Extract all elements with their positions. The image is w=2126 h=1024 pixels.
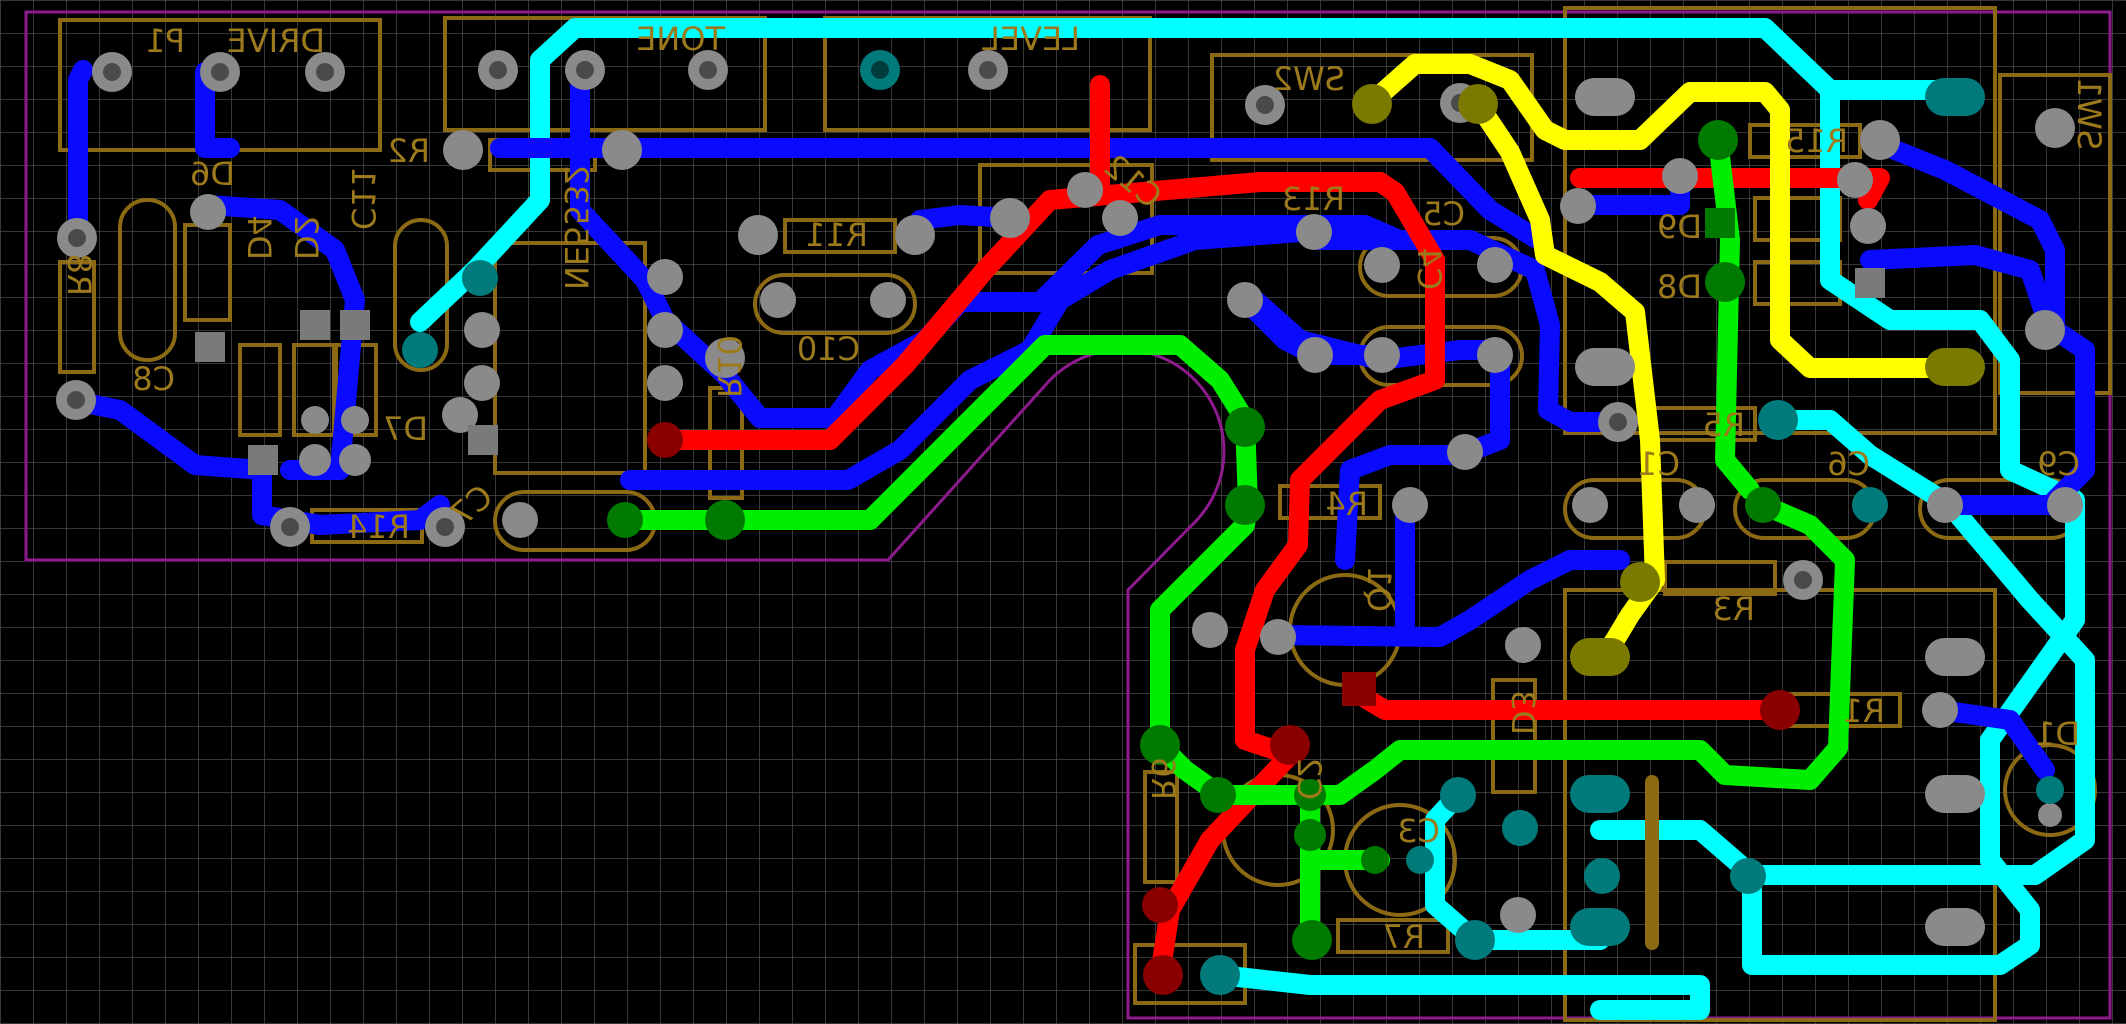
label-r10: R10 bbox=[710, 335, 748, 398]
label-r13: R13 bbox=[1282, 180, 1345, 218]
label-tone: TONE bbox=[636, 20, 726, 58]
label-d3: D3 bbox=[1504, 690, 1542, 735]
trace-yellow-main bbox=[1362, 54, 1970, 378]
trace-blue-d8-right bbox=[1860, 245, 2060, 340]
label-sw1: SW1 bbox=[2070, 78, 2108, 150]
trace-cyan-bottom bbox=[1210, 965, 1710, 1020]
label-d2: D2 bbox=[287, 215, 325, 260]
label-r8: R8 bbox=[60, 253, 98, 296]
label-r14: R14 bbox=[347, 508, 410, 546]
trace-cyan-c3 bbox=[1425, 785, 1610, 950]
label-c9: C9 bbox=[2037, 445, 2080, 483]
label-level: LEVEL bbox=[982, 20, 1080, 58]
label-drive: DRIVE bbox=[227, 22, 325, 60]
label-p1: P1 bbox=[145, 22, 185, 60]
label-d8: D8 bbox=[1657, 268, 1702, 306]
trace-red-main bbox=[655, 172, 1445, 765]
trace-blue-top bbox=[490, 138, 1545, 248]
label-c6: C6 bbox=[1827, 445, 1870, 483]
label-c1: C1 bbox=[1637, 445, 1680, 483]
label-c3: C3 bbox=[1397, 812, 1440, 850]
trace-blue-r1 bbox=[1930, 700, 2055, 780]
trace-blue-left-c bbox=[198, 195, 365, 480]
label-d9: D9 bbox=[1657, 208, 1702, 246]
board-outline bbox=[24, 10, 2112, 1020]
label-r3: R3 bbox=[1712, 590, 1755, 628]
label-ic: NE5532 bbox=[557, 164, 595, 290]
trace-blue-left-a bbox=[68, 60, 93, 248]
label-r5: R5 bbox=[1702, 406, 1745, 444]
label-d6: D6 bbox=[190, 155, 235, 193]
label-r7: R7 bbox=[1382, 918, 1425, 956]
label-r6: R6 bbox=[1144, 757, 1182, 800]
pads bbox=[56, 50, 2083, 995]
label-r4: R4 bbox=[1325, 485, 1368, 523]
label-d7: D7 bbox=[383, 410, 428, 448]
label-r1: R1 bbox=[1842, 692, 1885, 730]
label-c8: C8 bbox=[132, 360, 175, 398]
label-c4: C4 bbox=[1410, 247, 1448, 290]
trace-blue-q1 bbox=[1272, 550, 1630, 647]
silkscreen-labels: DRIVE P1 TONE LEVEL SW2 R2 D6 R8 C8 D4 D… bbox=[60, 20, 2108, 956]
trace-blue-mid-a bbox=[570, 62, 1405, 428]
label-sw2: SW2 bbox=[1273, 60, 1345, 98]
label-c5: C5 bbox=[1422, 195, 1465, 233]
label-r15: R15 bbox=[1785, 122, 1848, 160]
trace-cyan-main bbox=[410, 18, 2085, 975]
trace-green-right bbox=[1708, 130, 1760, 500]
trace-blue-r13-right bbox=[1305, 230, 1630, 432]
label-q1: Q1 bbox=[1360, 566, 1398, 612]
label-d1: D1 bbox=[2035, 715, 2080, 753]
label-c2: C2 bbox=[1290, 757, 1328, 800]
trace-blue-mid-b bbox=[620, 222, 1390, 490]
trace-yellow-down bbox=[1468, 94, 1665, 665]
label-r2: R2 bbox=[387, 132, 430, 170]
label-c10: C10 bbox=[797, 330, 860, 368]
trace-blue-left-d bbox=[60, 390, 450, 535]
label-c11: C11 bbox=[344, 167, 382, 230]
trace-blue-left-b bbox=[195, 62, 240, 158]
trace-cyan-lower bbox=[1750, 410, 2095, 885]
label-r11: R11 bbox=[805, 216, 868, 254]
label-d4: D4 bbox=[240, 215, 278, 260]
